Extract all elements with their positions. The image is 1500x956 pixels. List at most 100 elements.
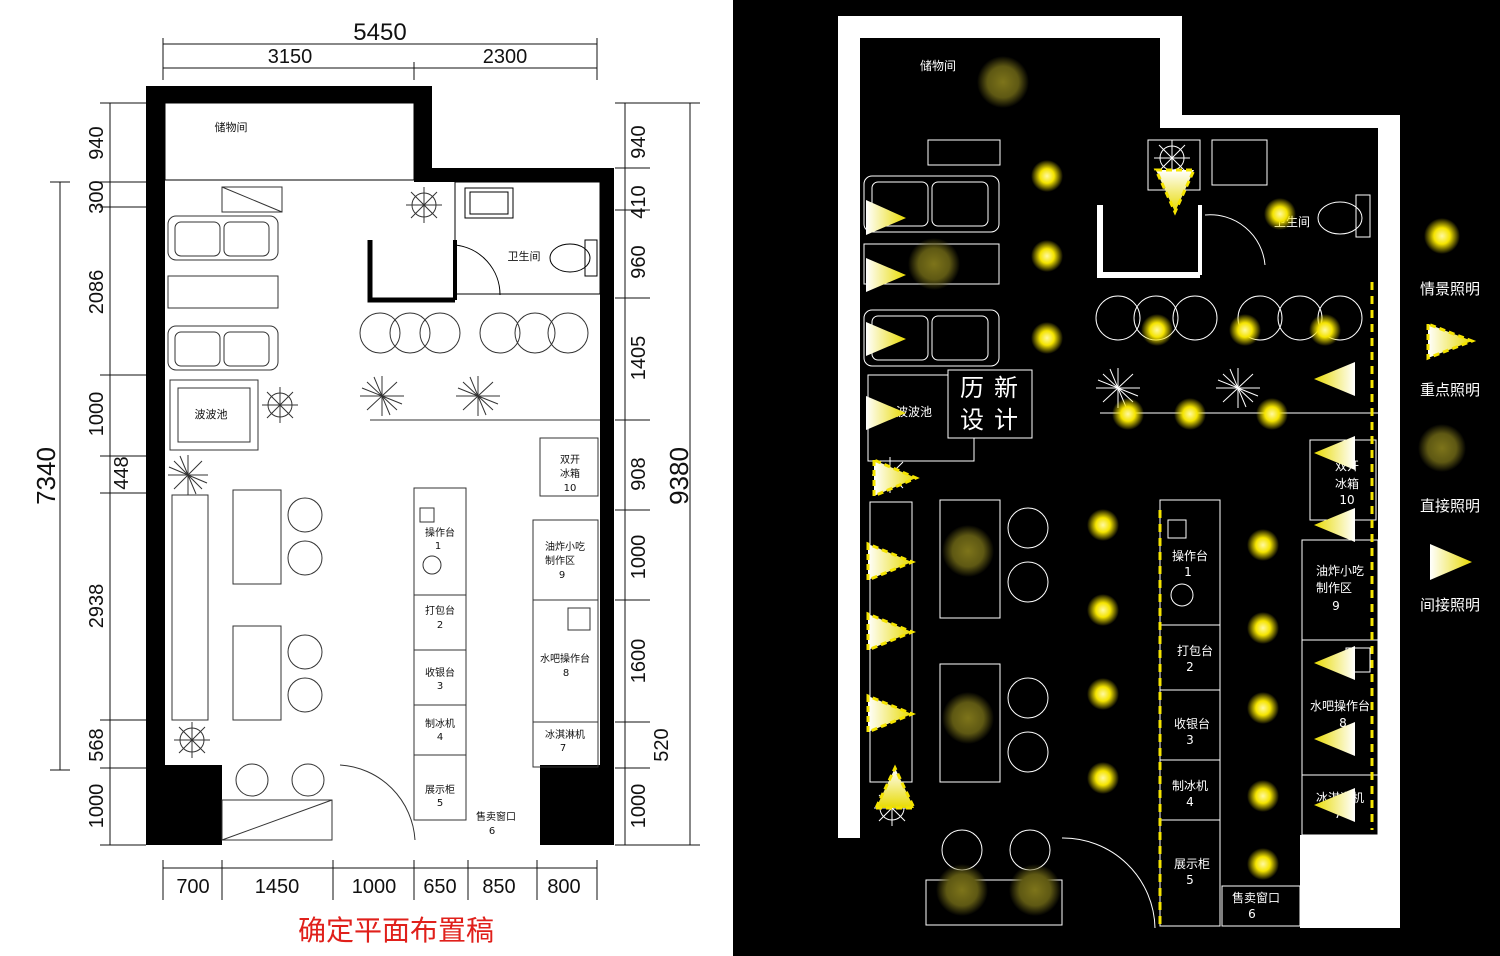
dim-right-7: 1600: [628, 639, 650, 684]
dim-right-5: 908: [628, 457, 650, 490]
toilet-label: 卫生间: [508, 249, 541, 263]
legend-scene-label: 情景照明: [1420, 280, 1480, 298]
dim-left-2: 300: [86, 180, 108, 213]
scene-light: [1031, 322, 1063, 354]
dim-right-2: 410: [628, 185, 650, 218]
accent-light-triangle: [866, 541, 916, 583]
plant-icons: [168, 187, 500, 758]
scene-light: [1247, 780, 1279, 812]
top-dimension-lines: [162, 38, 598, 80]
indirect-light-triangle: [866, 258, 906, 292]
accent-light-triangle: [873, 764, 917, 810]
scene-light: [1264, 198, 1296, 230]
dim-left-8: 1000: [86, 784, 108, 829]
legend-scene-symbol: [1424, 218, 1460, 254]
icecream-num: 7: [560, 743, 566, 754]
cashier-num: 3: [437, 681, 443, 692]
scene-light: [1141, 314, 1173, 346]
right-equipment: [532, 437, 599, 768]
dim-bottom-values: 700 1450 1000 650 850 800: [176, 876, 580, 898]
dim-bottom-5: 850: [482, 876, 515, 898]
scene-light: [1174, 398, 1206, 430]
bar-num: 8: [563, 668, 569, 679]
dim-left-7: 568: [86, 728, 108, 761]
direct-light: [942, 525, 994, 577]
indirect-light-triangle: [1314, 508, 1355, 542]
lt-storage-label: 储物间: [920, 58, 956, 73]
right-dimension-lines: [615, 102, 700, 846]
dim-left-3: 2086: [86, 270, 108, 315]
display-label: 展示柜: [425, 783, 455, 796]
pack-label: 打包台: [425, 604, 455, 617]
lt-cashier-label: 收银台: [1174, 716, 1210, 731]
dim-right-3: 960: [628, 245, 650, 278]
lt-window-num: 6: [1248, 907, 1256, 921]
legend-indirect-symbol: [1430, 544, 1472, 580]
bottom-right-wall: [540, 765, 614, 845]
cashier-label: 收银台: [425, 666, 455, 679]
dim-right-6: 1000: [628, 535, 650, 580]
dim-right-4: 1405: [628, 336, 650, 381]
scene-lights: [1031, 160, 1341, 880]
lt-fry-label-1: 油炸小吃: [1316, 564, 1364, 578]
scene-light: [1087, 762, 1119, 794]
scene-light: [1247, 612, 1279, 644]
lt-fridge-num: 10: [1339, 493, 1354, 507]
scene-light: [1247, 848, 1279, 880]
display-num: 5: [437, 798, 443, 809]
ice-label: 制冰机: [425, 717, 455, 730]
legend-direct-symbol: [1418, 424, 1466, 472]
lt-ice-label: 制冰机: [1172, 779, 1208, 793]
indirect-lights: [866, 200, 1355, 822]
lt-bar-num: 8: [1339, 716, 1347, 730]
lt-cashier-num: 3: [1186, 733, 1194, 747]
dim-top-total: 5450: [353, 19, 406, 46]
scene-light: [1247, 692, 1279, 724]
scene-light: [1031, 160, 1063, 192]
scene-light: [1087, 594, 1119, 626]
accent-light-triangle: [872, 457, 920, 499]
wall-slot: [860, 128, 1378, 140]
dim-left-total: 7340: [31, 447, 61, 505]
legend-accent-symbol: [1426, 321, 1477, 361]
bar-label: 水吧操作台: [540, 652, 590, 665]
indirect-light-triangle: [1314, 646, 1355, 680]
fridge-label-1: 双开: [560, 454, 580, 466]
pack-num: 2: [437, 620, 443, 631]
scene-light: [1087, 678, 1119, 710]
lt-window-label: 售卖窗口: [1232, 890, 1280, 905]
legend-indirect-label: 间接照明: [1420, 596, 1480, 614]
lt-pool-label: 波波池: [896, 405, 932, 419]
ice-num: 4: [437, 732, 443, 743]
scene-light: [1247, 529, 1279, 561]
lt-bar-label: 水吧操作台: [1310, 698, 1370, 713]
dim-right-values: 940 410 960 1405 908 1000 1600 520 1000: [628, 125, 673, 828]
direct-light: [936, 864, 988, 916]
booth-tables: [171, 489, 325, 797]
lt-ice-num: 4: [1186, 795, 1194, 809]
indirect-light-triangle: [1314, 722, 1355, 756]
right-equipment-labels: 双开 冰箱 10 油炸小吃 制作区 9 水吧操作台 8 冰淇淋机 7: [540, 454, 590, 754]
work-num: 1: [435, 541, 441, 552]
accent-light-triangle: [1153, 168, 1197, 216]
pool-box: [169, 379, 259, 451]
stamp-char-2: 新: [994, 374, 1018, 402]
bottom-left-wall: [146, 765, 222, 845]
dim-top-a: 3150: [268, 46, 313, 68]
indirect-light-triangle: [1314, 362, 1355, 396]
accent-light-triangle: [866, 611, 916, 653]
indirect-light-triangle: [866, 200, 906, 235]
accent-lights: [866, 168, 1197, 810]
indirect-light-triangle: [1314, 788, 1355, 822]
lt-fridge-label-2: 冰箱: [1335, 476, 1359, 491]
window-label: 售卖窗口: [476, 810, 516, 823]
dim-left-4: 1000: [86, 392, 108, 437]
scene-light: [1112, 398, 1144, 430]
direct-light: [942, 692, 994, 744]
scene-light: [1031, 240, 1063, 272]
fridge-num: 10: [564, 483, 577, 494]
lighting-panel: 储物间 卫生间 波波池: [733, 0, 1500, 956]
direct-light: [1009, 864, 1061, 916]
dim-bottom-1: 700: [176, 876, 209, 898]
